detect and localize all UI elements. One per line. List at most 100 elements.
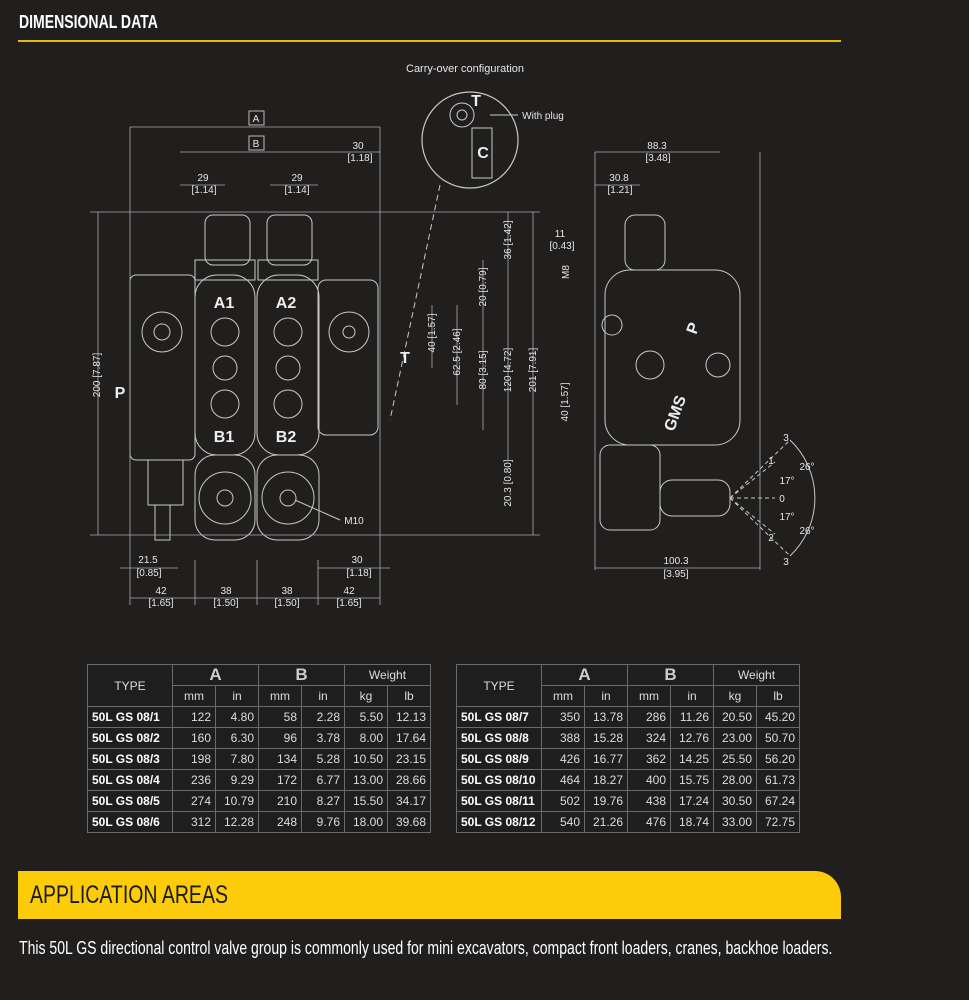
- dim-80: 80 [3.15]: [478, 350, 489, 389]
- detail-port-t: T: [471, 93, 481, 110]
- value-cell: 274: [172, 790, 216, 812]
- dim-30-8-in: [1.21]: [607, 185, 632, 196]
- value-cell: 134: [258, 748, 302, 770]
- value-cell: 540: [541, 811, 585, 833]
- value-cell: 10.79: [215, 790, 259, 812]
- dim-bottom-30-in: [1.18]: [346, 568, 371, 579]
- dim-left-29: 29: [197, 173, 209, 184]
- gms-logo: GMS: [662, 393, 691, 433]
- dim-38-right-in: [1.50]: [274, 598, 299, 609]
- dim-201: 201 [7.91]: [528, 348, 539, 393]
- dim-11: 11: [555, 229, 566, 240]
- dim-38-left: 38: [220, 586, 232, 597]
- dim-200: 200 [7.87]: [92, 353, 103, 398]
- value-cell: 23.15: [387, 748, 431, 770]
- value-cell: 61.73: [756, 769, 800, 791]
- dim-mid-29-in: [1.14]: [284, 185, 309, 196]
- value-cell: 122: [172, 706, 216, 728]
- thread-m10: M10: [344, 516, 364, 527]
- value-cell: 30.50: [713, 790, 757, 812]
- value-cell: 12.28: [215, 811, 259, 833]
- value-cell: 58: [258, 706, 302, 728]
- value-cell: 25.50: [713, 748, 757, 770]
- value-cell: 18.00: [344, 811, 388, 833]
- value-cell: 45.20: [756, 706, 800, 728]
- value-cell: 12.76: [670, 727, 714, 749]
- dim-62-5: 62.5 [2.46]: [452, 328, 463, 375]
- col-weight: Weight: [713, 664, 800, 686]
- application-areas-title: APPLICATION AREAS: [30, 881, 228, 909]
- value-cell: 96: [258, 727, 302, 749]
- port-a2: A2: [276, 295, 297, 312]
- col-weight: Weight: [344, 664, 431, 686]
- value-cell: 350: [541, 706, 585, 728]
- col-unit-mm: mm: [627, 685, 671, 707]
- value-cell: 502: [541, 790, 585, 812]
- title-divider: [18, 40, 841, 42]
- type-cell: 50L GS 08/10: [456, 769, 542, 791]
- thread-m8: M8: [561, 265, 572, 279]
- value-cell: 286: [627, 706, 671, 728]
- lever-pos-3-bottom: 3: [783, 557, 789, 568]
- value-cell: 20.50: [713, 706, 757, 728]
- type-cell: 50L GS 08/2: [87, 727, 173, 749]
- col-unit-mm: mm: [258, 685, 302, 707]
- col-unit-mm: mm: [541, 685, 585, 707]
- type-cell: 50L GS 08/9: [456, 748, 542, 770]
- value-cell: 17.24: [670, 790, 714, 812]
- value-cell: 10.50: [344, 748, 388, 770]
- dim-88-3: 88.3: [647, 141, 667, 152]
- with-plug-label: With plug: [522, 111, 564, 122]
- type-cell: 50L GS 08/5: [87, 790, 173, 812]
- value-cell: 28.00: [713, 769, 757, 791]
- value-cell: 388: [541, 727, 585, 749]
- value-cell: 362: [627, 748, 671, 770]
- value-cell: 34.17: [387, 790, 431, 812]
- port-b2: B2: [276, 429, 297, 446]
- type-cell: 50L GS 08/11: [456, 790, 542, 812]
- value-cell: 33.00: [713, 811, 757, 833]
- dim-20: 20 [0.79]: [478, 267, 489, 306]
- value-cell: 17.64: [387, 727, 431, 749]
- value-cell: 160: [172, 727, 216, 749]
- dim-left-29-in: [1.14]: [191, 185, 216, 196]
- value-cell: 21.26: [584, 811, 628, 833]
- detail-port-c: C: [477, 145, 489, 162]
- section-title: DIMENSIONAL DATA: [19, 12, 158, 32]
- dim-a-label: A: [253, 114, 260, 125]
- value-cell: 67.24: [756, 790, 800, 812]
- dim-21-5-in: [0.85]: [136, 568, 161, 579]
- value-cell: 324: [627, 727, 671, 749]
- dim-mid-29: 29: [291, 173, 303, 184]
- type-cell: 50L GS 08/7: [456, 706, 542, 728]
- col-type: TYPE: [456, 664, 542, 707]
- value-cell: 5.50: [344, 706, 388, 728]
- value-cell: 56.20: [756, 748, 800, 770]
- value-cell: 198: [172, 748, 216, 770]
- application-areas-banner: APPLICATION AREAS: [18, 871, 841, 919]
- value-cell: 438: [627, 790, 671, 812]
- value-cell: 13.78: [584, 706, 628, 728]
- value-cell: 8.00: [344, 727, 388, 749]
- dim-100-3-in: [3.95]: [663, 569, 688, 580]
- col-a: A: [541, 664, 628, 686]
- value-cell: 426: [541, 748, 585, 770]
- type-cell: 50L GS 08/12: [456, 811, 542, 833]
- side-port-p: P: [684, 320, 704, 336]
- value-cell: 312: [172, 811, 216, 833]
- dim-20-3: 20.3 [0.80]: [503, 459, 514, 506]
- detail-title: Carry-over configuration: [406, 63, 524, 75]
- value-cell: 464: [541, 769, 585, 791]
- col-b: B: [627, 664, 714, 686]
- port-p: P: [115, 385, 126, 402]
- value-cell: 11.26: [670, 706, 714, 728]
- value-cell: 8.27: [301, 790, 345, 812]
- value-cell: 18.27: [584, 769, 628, 791]
- type-cell: 50L GS 08/8: [456, 727, 542, 749]
